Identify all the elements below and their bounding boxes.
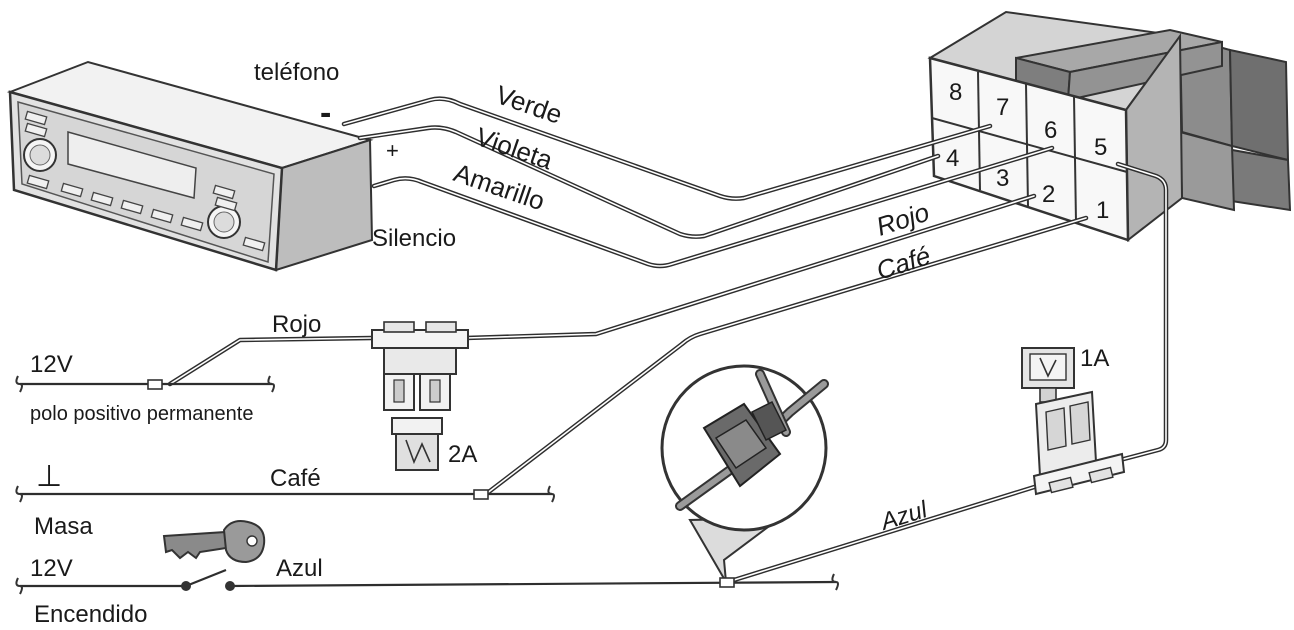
ground-label: Masa bbox=[34, 513, 93, 540]
volume-knob bbox=[23, 138, 57, 172]
splice-connector-magnifier bbox=[660, 364, 829, 583]
labels: teléfono - + Silencio Verde Violeta Amar… bbox=[30, 59, 1109, 628]
bus-lines bbox=[15, 375, 839, 595]
fuse-1a bbox=[1021, 347, 1075, 403]
wire-label-azul: Azul bbox=[276, 555, 323, 582]
ground-symbol: ⊥ bbox=[36, 460, 62, 493]
tuning-knob bbox=[207, 205, 241, 239]
iso-connector: 8 7 4 6 3 2 5 1 bbox=[927, 10, 1292, 243]
pin-6: 6 bbox=[1044, 117, 1057, 144]
ignition-key-icon bbox=[162, 520, 266, 564]
pin-5: 5 bbox=[1094, 134, 1107, 161]
wire-label-rojo: Rojo bbox=[272, 311, 321, 338]
mute-label: Silencio bbox=[372, 225, 456, 252]
pin-1: 1 bbox=[1096, 197, 1109, 224]
supply-12v-top: 12V bbox=[30, 351, 73, 378]
phone-label: teléfono bbox=[254, 59, 339, 86]
fuse-holder-2a bbox=[371, 321, 469, 411]
fuse-1a-label: 1A bbox=[1080, 345, 1109, 372]
radio-buttons bbox=[24, 110, 266, 252]
wire-label-azul-right: Azul bbox=[876, 496, 931, 536]
pin-2: 2 bbox=[1042, 181, 1055, 208]
pin-8: 8 bbox=[949, 79, 962, 106]
wire-harness bbox=[167, 96, 1169, 583]
wire-label-rojo-top: Rojo bbox=[873, 197, 933, 242]
minus-label: - bbox=[320, 94, 331, 132]
radio-unit bbox=[6, 60, 374, 272]
supply-12v-bottom: 12V bbox=[30, 555, 73, 582]
ignition-label: Encendido bbox=[34, 601, 147, 628]
plus-label: + bbox=[386, 138, 399, 163]
fuse-2a-label: 2A bbox=[448, 441, 477, 468]
pin-7: 7 bbox=[996, 94, 1009, 121]
wire-label-cafe: Café bbox=[270, 465, 321, 492]
fuse-2a bbox=[391, 417, 443, 471]
wire-label-verde: Verde bbox=[492, 79, 566, 129]
fuse-holder-1a bbox=[1032, 390, 1126, 496]
pin-3: 3 bbox=[996, 165, 1009, 192]
permanent-positive-label: polo positivo permanente bbox=[30, 403, 253, 425]
wire-label-cafe-top: Café bbox=[873, 240, 935, 286]
pin-4: 4 bbox=[946, 145, 959, 172]
